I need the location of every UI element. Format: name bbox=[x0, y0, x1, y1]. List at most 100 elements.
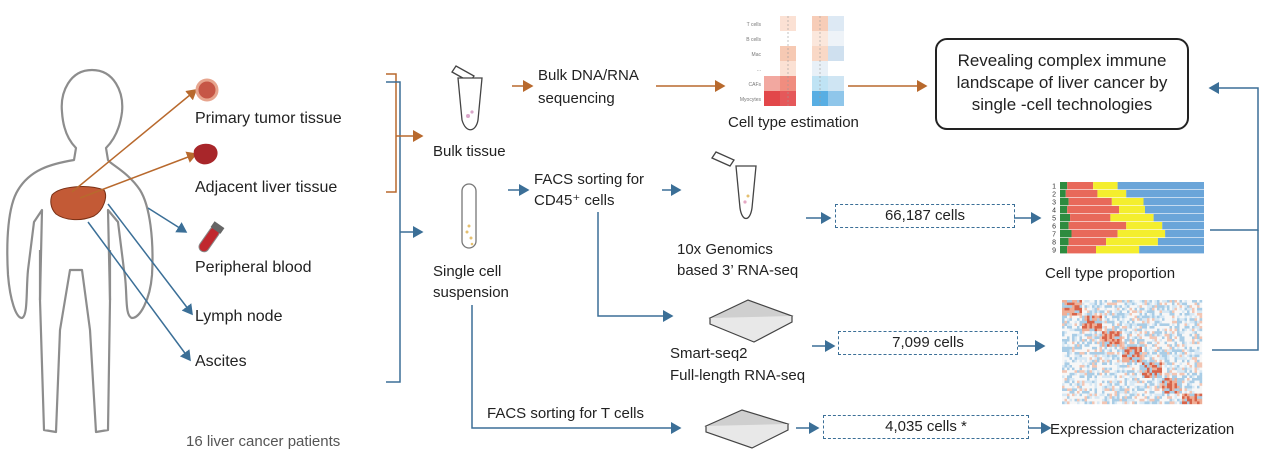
expression-cell bbox=[1159, 391, 1163, 394]
expression-cell bbox=[1124, 365, 1128, 368]
expression-cell bbox=[1147, 357, 1150, 360]
expression-cell bbox=[1082, 396, 1085, 399]
expression-cell bbox=[1157, 398, 1160, 402]
expression-cell bbox=[1094, 362, 1098, 366]
expression-cell bbox=[1152, 357, 1155, 360]
expression-cell bbox=[1124, 380, 1128, 384]
expression-cell bbox=[1092, 370, 1095, 373]
expression-cell bbox=[1067, 333, 1070, 337]
expression-cell bbox=[1147, 380, 1150, 384]
expression-cell bbox=[1084, 331, 1088, 334]
expression-cell bbox=[1179, 365, 1183, 368]
expression-cell bbox=[1087, 328, 1090, 332]
expression-cell bbox=[1147, 328, 1150, 332]
expression-cell bbox=[1064, 302, 1068, 306]
expression-cell bbox=[1152, 370, 1155, 373]
expression-cell bbox=[1109, 396, 1113, 399]
expression-cell bbox=[1077, 339, 1080, 342]
expression-cell bbox=[1062, 380, 1065, 384]
expression-cell bbox=[1122, 305, 1125, 308]
expression-cell bbox=[1132, 391, 1135, 394]
expression-cell bbox=[1097, 375, 1100, 379]
expression-cell bbox=[1119, 367, 1123, 371]
expression-cell bbox=[1177, 396, 1180, 399]
expression-cell bbox=[1104, 339, 1108, 342]
expression-cell bbox=[1144, 385, 1148, 389]
expression-cell bbox=[1119, 318, 1123, 321]
expression-cell bbox=[1162, 333, 1165, 337]
expression-cell bbox=[1197, 333, 1200, 337]
expression-cell bbox=[1187, 344, 1190, 347]
count-box-tenx: 66,187 cells bbox=[835, 204, 1015, 228]
expression-cell bbox=[1117, 396, 1120, 399]
expression-cell bbox=[1089, 370, 1093, 373]
expression-cell bbox=[1189, 349, 1193, 353]
proportion-row-label: 5 bbox=[1052, 216, 1056, 223]
liver-icon bbox=[50, 186, 107, 221]
expression-cell bbox=[1197, 401, 1200, 405]
expression-cell bbox=[1144, 313, 1148, 316]
expression-cell bbox=[1159, 393, 1163, 397]
expression-cell bbox=[1137, 326, 1140, 329]
expression-cell bbox=[1112, 385, 1115, 389]
expression-cell bbox=[1097, 393, 1100, 397]
expression-cell bbox=[1182, 359, 1185, 363]
expression-cell bbox=[1114, 365, 1118, 368]
expression-cell bbox=[1082, 375, 1085, 379]
expression-cell bbox=[1162, 380, 1165, 384]
expression-cell bbox=[1102, 320, 1105, 324]
expression-cell bbox=[1144, 396, 1148, 399]
expression-cell bbox=[1062, 336, 1065, 340]
expression-cell bbox=[1087, 391, 1090, 394]
expression-cell bbox=[1069, 323, 1073, 327]
expression-cell bbox=[1189, 318, 1193, 321]
expression-cell bbox=[1062, 349, 1065, 353]
expression-cell bbox=[1114, 336, 1118, 340]
expression-cell bbox=[1127, 305, 1130, 308]
expression-cell bbox=[1137, 365, 1140, 368]
expression-cell bbox=[1122, 300, 1125, 303]
expression-cell bbox=[1152, 307, 1155, 311]
expression-cell bbox=[1079, 341, 1083, 345]
expression-cell bbox=[1119, 370, 1123, 373]
expression-cell bbox=[1092, 315, 1095, 319]
expression-cell bbox=[1074, 333, 1078, 337]
expression-cell bbox=[1129, 370, 1133, 373]
expression-cell bbox=[1082, 372, 1085, 376]
expression-cell bbox=[1109, 380, 1113, 384]
expression-cell bbox=[1062, 362, 1065, 366]
expression-cell bbox=[1149, 359, 1153, 363]
expression-cell bbox=[1197, 320, 1200, 324]
expression-cell bbox=[1167, 326, 1170, 329]
expression-cell bbox=[1099, 370, 1103, 373]
expression-cell bbox=[1174, 326, 1178, 329]
expression-cell bbox=[1177, 300, 1180, 303]
expression-cell bbox=[1199, 302, 1203, 306]
expression-cell bbox=[1132, 349, 1135, 353]
expression-cell bbox=[1089, 315, 1093, 319]
expression-cell bbox=[1084, 401, 1088, 405]
expression-cell bbox=[1097, 388, 1100, 392]
expression-cell bbox=[1199, 393, 1203, 397]
expression-cell bbox=[1062, 302, 1065, 306]
expression-cell bbox=[1109, 378, 1113, 381]
expression-cell bbox=[1082, 359, 1085, 363]
expression-cell bbox=[1172, 380, 1175, 384]
proportion-segment bbox=[1117, 182, 1204, 190]
expression-cell bbox=[1079, 307, 1083, 311]
expression-cell bbox=[1074, 396, 1078, 399]
proportion-segment bbox=[1060, 198, 1069, 206]
expression-cell bbox=[1177, 352, 1180, 355]
feedback-bracket bbox=[1208, 82, 1259, 231]
expression-cell bbox=[1062, 307, 1065, 311]
expression-cell bbox=[1184, 365, 1188, 368]
expression-cell bbox=[1199, 372, 1203, 376]
expression-cell bbox=[1117, 339, 1120, 342]
expression-cell bbox=[1144, 388, 1148, 392]
expression-cell bbox=[1152, 372, 1155, 376]
expression-cell bbox=[1112, 339, 1115, 342]
expression-cell bbox=[1169, 307, 1173, 311]
expression-cell bbox=[1154, 357, 1158, 360]
expression-cell bbox=[1109, 336, 1113, 340]
expression-cell bbox=[1172, 313, 1175, 316]
